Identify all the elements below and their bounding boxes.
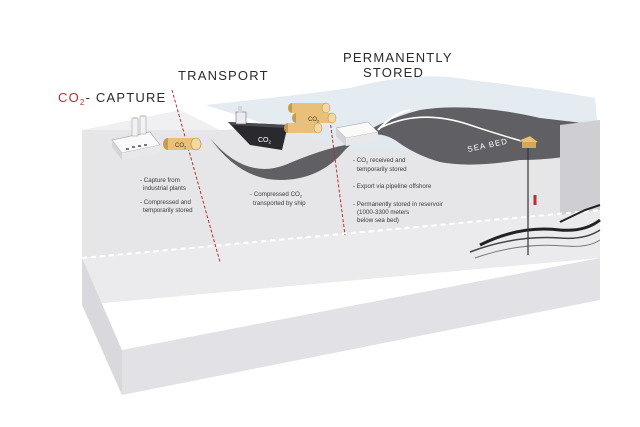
svg-text:- Compressed CO2: - Compressed CO2 <box>250 191 303 199</box>
svg-text:- Compressed and: - Compressed and <box>140 199 191 206</box>
transport-note: - Compressed CO2 transported by ship <box>250 191 306 207</box>
svg-text:- Capture from: - Capture from <box>140 177 180 184</box>
reservoir-layers <box>469 204 601 259</box>
svg-text:- Export via pipeline offshore: - Export via pipeline offshore <box>353 183 432 190</box>
svg-text:CO2: CO2 <box>258 137 272 145</box>
svg-text:transported by ship: transported by ship <box>253 200 306 207</box>
industrial-plant-icon <box>111 115 161 160</box>
svg-text:temporarily stored: temporarily stored <box>143 207 193 214</box>
svg-text:temporarily stored: temporarily stored <box>357 166 407 173</box>
svg-text:industrial plants: industrial plants <box>143 185 186 192</box>
svg-text:CO2: CO2 <box>175 143 187 150</box>
capture-notes: - Capture from industrial plants - Compr… <box>140 177 193 214</box>
section-dividers <box>171 89 537 263</box>
svg-text:below sea bed): below sea bed) <box>357 217 399 224</box>
stored-heading-line2: STORED <box>363 65 424 80</box>
storage-facility-icon <box>335 109 411 146</box>
port-cylinders-icon: CO2 <box>284 102 337 134</box>
transport-heading: TRANSPORT <box>178 68 269 83</box>
capture-heading: CO2- CAPTURE <box>58 90 166 107</box>
stored-notes: - CO2 received and temporarily stored - … <box>353 157 443 224</box>
svg-text:- Permanently stored in reserv: - Permanently stored in reservoir <box>353 201 443 208</box>
svg-text:(1000-3300 meters: (1000-3300 meters <box>357 209 409 216</box>
cargo-ship-icon: CO2 <box>228 106 288 150</box>
wellhead-platform-icon <box>519 135 539 148</box>
stored-heading-line1: PERMANENTLY <box>343 50 453 65</box>
svg-text:- CO2 received and: - CO2 received and <box>353 157 406 165</box>
sea-floor <box>210 107 600 180</box>
svg-text:CO2: CO2 <box>308 117 320 124</box>
offshore-pipeline <box>379 116 529 255</box>
capture-cylinder-icon: CO2 <box>163 137 202 151</box>
